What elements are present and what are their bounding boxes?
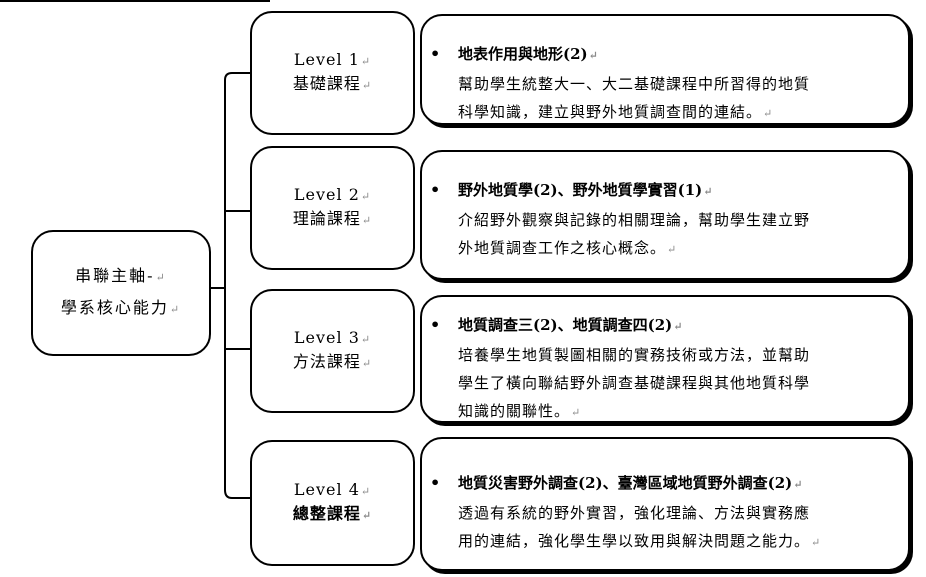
level-2-course: 野外地質學(2)、野外地質學實習(1)↵	[430, 176, 888, 206]
level-2-name: 理論課程	[292, 209, 361, 228]
level-3-node: Level 3↵ 方法課程↵	[250, 289, 415, 413]
level-3-desc-line: 培養學生地質製圖相關的實務技術或方法，並幫助	[458, 346, 811, 364]
level-4-course: 地質災害野外調查(2)、臺灣區域地質野外調查(2)↵	[430, 469, 888, 499]
level-2-node: Level 2↵ 理論課程↵	[250, 146, 415, 270]
level-3-desc-line: 知識的關聯性。	[458, 402, 571, 420]
level-4-name: 總整課程	[292, 504, 361, 523]
level-4-desc-line: 用的連結，強化學生學以致用與解決問題之能力。	[458, 532, 811, 550]
level-2-desc-line: 介紹野外觀察與記錄的相關理論，幫助學生建立野	[458, 211, 811, 229]
level-1-node: Level 1↵ 基礎課程↵	[250, 11, 415, 135]
root-line-1: 串聯主軸-↵	[75, 266, 167, 285]
level-2-desc-line: 外地質調查工作之核心概念。	[458, 239, 667, 257]
level-1-desc-line: 科學知識，建立與野外地質調查間的連結。	[458, 103, 763, 121]
level-3-description: 地質調查三(2)、地質調查四(2)↵ 培養學生地質製圖相關的實務技術或方法，並幫…	[420, 295, 910, 423]
level-4-label: Level 4	[293, 480, 360, 499]
level-1-description: 地表作用與地形(2)↵ 幫助學生統整大一、大二基礎課程中所習得的地質 科學知識，…	[420, 14, 910, 125]
root-line-2: 學系核心能力↵	[60, 298, 182, 317]
level-1-desc-line: 幫助學生統整大一、大二基礎課程中所習得的地質	[458, 75, 811, 93]
level-2-label: Level 2	[293, 185, 360, 204]
root-node: 串聯主軸-↵ 學系核心能力↵	[31, 230, 211, 356]
level-2-description: 野外地質學(2)、野外地質學實習(1)↵ 介紹野外觀察與記錄的相關理論，幫助學生…	[420, 150, 910, 280]
level-4-description: 地質災害野外調查(2)、臺灣區域地質野外調查(2)↵ 透過有系統的野外實習，強化…	[420, 437, 910, 571]
level-3-course: 地質調查三(2)、地質調查四(2)↵	[430, 311, 888, 341]
level-4-node: Level 4↵ 總整課程↵	[250, 440, 415, 566]
level-3-desc-line: 學生了橫向聯結野外調查基礎課程與其他地質科學	[458, 374, 811, 392]
level-3-name: 方法課程	[292, 352, 361, 371]
level-1-label: Level 1	[293, 50, 360, 69]
level-3-label: Level 3	[293, 328, 360, 347]
top-rule	[0, 0, 270, 2]
level-1-name: 基礎課程	[292, 74, 361, 93]
level-1-course: 地表作用與地形(2)↵	[430, 40, 888, 70]
level-4-desc-line: 透過有系統的野外實習，強化理論、方法與實務應	[458, 504, 811, 522]
